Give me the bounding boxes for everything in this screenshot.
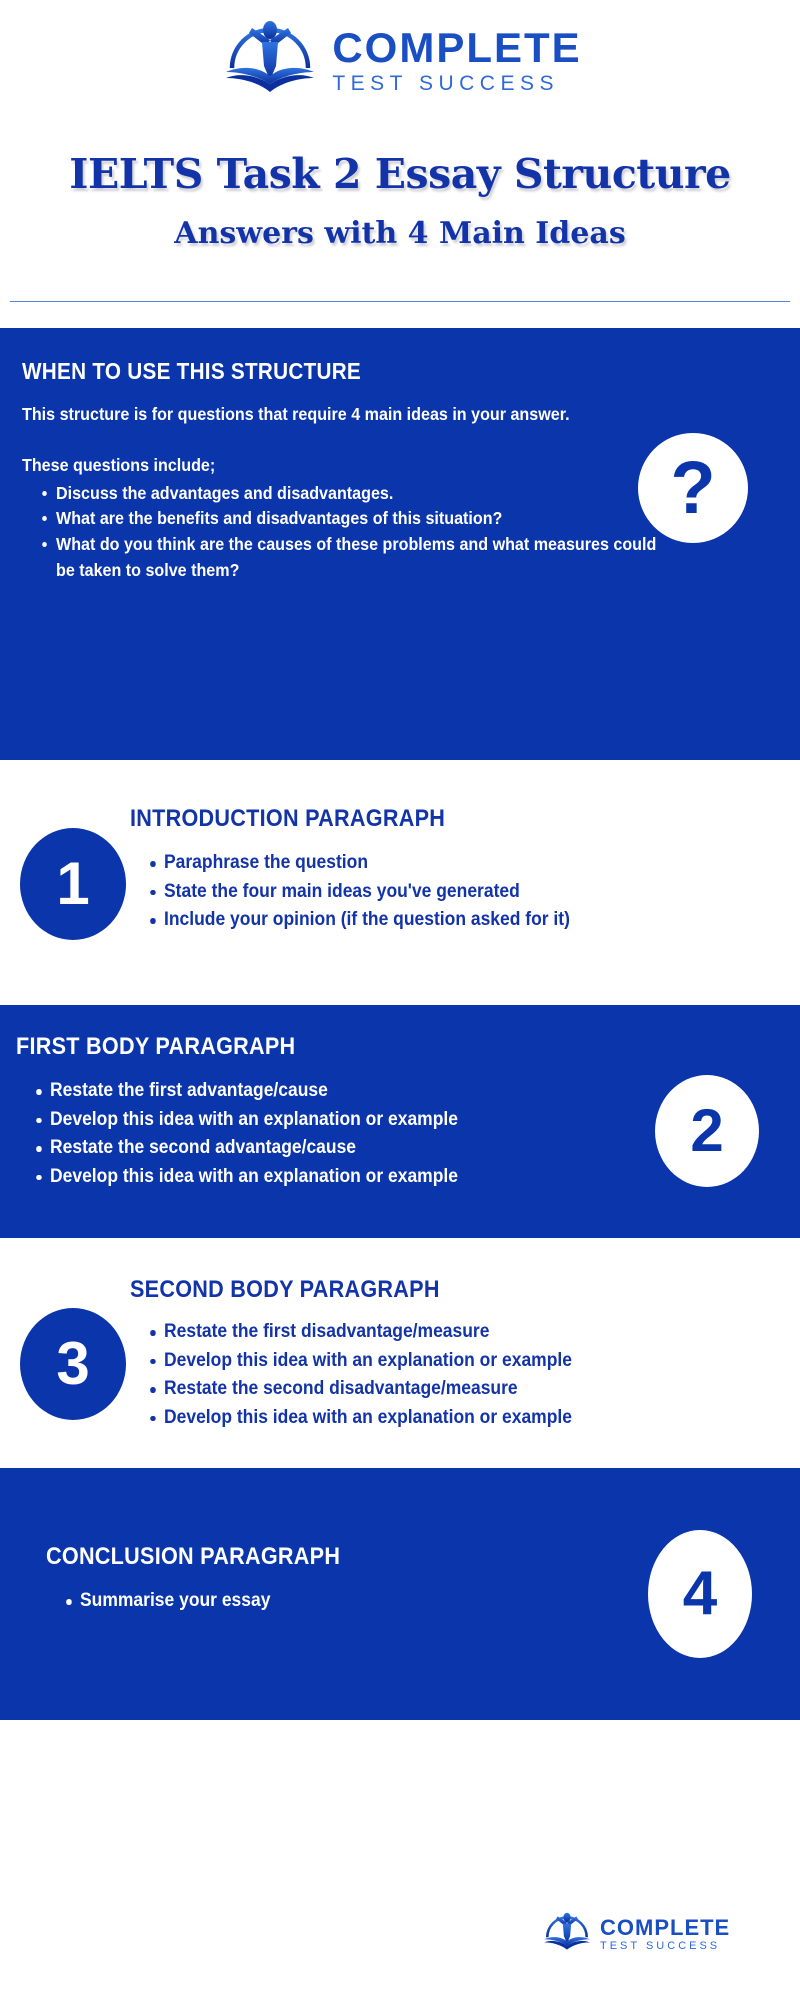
list-item: Restate the second disadvantage/measure [150, 1375, 749, 1404]
step-badge-3: 3 [20, 1308, 126, 1420]
list-item: Summarise your essay [66, 1587, 601, 1616]
question-mark-badge-label: ? [670, 446, 716, 529]
section-paragraph-1: This structure is for questions that req… [22, 404, 570, 424]
brand-name-line-2: TEST SUCCESS [332, 72, 559, 95]
step-badge-2-label: 2 [690, 1097, 724, 1164]
list-item: Restate the first disadvantage/measure [150, 1318, 749, 1347]
header-divider [10, 301, 790, 302]
step-badge-4: 4 [648, 1530, 752, 1658]
brand-name-line-1: COMPLETE [332, 24, 582, 71]
footer-logo: COMPLETE TEST SUCCESS [540, 1905, 790, 1964]
section-heading: SECOND BODY PARAGRAPH [130, 1276, 440, 1303]
page-title: IELTS Task 2 Essay Structure [69, 150, 731, 198]
list-item: Discuss the advantages and disadvantages… [42, 481, 663, 507]
person-on-open-book-icon [218, 6, 322, 115]
list-item: Restate the first advantage/cause [36, 1077, 663, 1106]
brand-name-line-2: TEST SUCCESS [600, 1940, 721, 1952]
title-block: IELTS Task 2 Essay Structure Answers wit… [0, 150, 800, 251]
list-item: Develop this idea with an explanation or… [150, 1347, 749, 1376]
section-heading: WHEN TO USE THIS STRUCTURE [22, 358, 362, 384]
brand-logo-footer: COMPLETE TEST SUCCESS [540, 1905, 790, 1964]
list-item: Restate the second advantage/cause [36, 1134, 663, 1163]
page-subtitle: Answers with 4 Main Ideas [174, 216, 626, 251]
header-logo: COMPLETE TEST SUCCESS [0, 6, 800, 115]
step-badge-1-label: 1 [56, 850, 90, 917]
list-item: What do you think are the causes of thes… [42, 532, 663, 583]
brand-wordmark: COMPLETE TEST SUCCESS [332, 24, 582, 95]
list-item: Develop this idea with an explanation or… [36, 1163, 663, 1192]
section-bullet-list: Restate the first disadvantage/measure D… [130, 1318, 800, 1432]
section-paragraph-2: These questions include; [22, 454, 216, 475]
section-introduction: 1 INTRODUCTION PARAGRAPH Paraphrase the … [0, 760, 800, 1005]
list-item: Develop this idea with an explanation or… [36, 1106, 663, 1135]
section-heading: INTRODUCTION PARAGRAPH [130, 805, 446, 832]
section-heading: FIRST BODY PARAGRAPH [16, 1033, 296, 1060]
section-conclusion: CONCLUSION PARAGRAPH Summarise your essa… [0, 1468, 800, 1720]
section-heading: CONCLUSION PARAGRAPH [46, 1543, 341, 1570]
section-bullet-list: Summarise your essay [46, 1587, 646, 1616]
list-item: Include your opinion (if the question as… [150, 906, 740, 935]
section-first-body: FIRST BODY PARAGRAPH Restate the first a… [0, 1005, 800, 1238]
step-badge-3-label: 3 [56, 1330, 90, 1397]
question-mark-badge: ? [638, 433, 748, 543]
list-item: Develop this idea with an explanation or… [150, 1404, 749, 1433]
brand-wordmark-footer: COMPLETE TEST SUCCESS [600, 1917, 730, 1952]
list-item: Paraphrase the question [150, 849, 740, 878]
section-when-to-use: WHEN TO USE THIS STRUCTURE This structur… [0, 328, 800, 760]
step-badge-1: 1 [20, 828, 126, 940]
step-badge-2: 2 [655, 1075, 759, 1187]
list-item: State the four main ideas you've generat… [150, 878, 740, 907]
section-second-body: 3 SECOND BODY PARAGRAPH Restate the firs… [0, 1238, 800, 1468]
person-on-open-book-icon [540, 1905, 594, 1964]
section-bullet-list: Paraphrase the question State the four m… [130, 849, 790, 935]
section-bullet-list: Restate the first advantage/cause Develo… [16, 1077, 716, 1191]
section-bullet-list: Discuss the advantages and disadvantages… [22, 481, 716, 584]
list-item: What are the benefits and disadvantages … [42, 506, 663, 532]
step-badge-4-label: 4 [682, 1559, 718, 1628]
brand-name-line-1: COMPLETE [600, 1915, 731, 1940]
brand-logo: COMPLETE TEST SUCCESS [0, 6, 800, 115]
